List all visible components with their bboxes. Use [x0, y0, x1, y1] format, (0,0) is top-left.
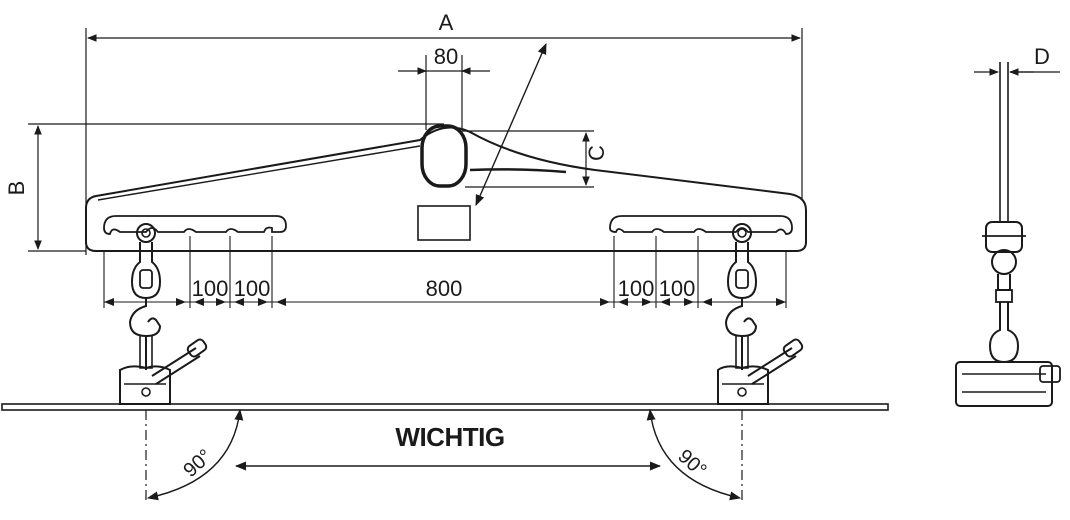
dimension-80: 80: [398, 44, 490, 130]
label-100-left-1: 100: [192, 276, 229, 301]
dimension-c: C: [458, 130, 609, 188]
dimension-b: B: [4, 123, 444, 252]
label-800: 800: [426, 276, 463, 301]
right-hook-assembly: [717, 223, 804, 405]
lifting-beam: [85, 124, 807, 252]
right-slot-rail: [609, 215, 793, 235]
label-wichtig: WICHTIG: [395, 422, 504, 452]
left-slot-rail: [103, 215, 287, 235]
steel-plate: [1, 403, 889, 411]
label-d: D: [1034, 44, 1050, 69]
label-c: C: [584, 145, 609, 161]
angle-left: 90°: [146, 408, 244, 501]
label-100-left-2: 100: [234, 276, 271, 301]
lift-direction-arrow: [475, 42, 547, 207]
label-angle-left: 90°: [179, 445, 216, 482]
wichtig-note: WICHTIG: [234, 422, 662, 471]
angle-right: 90°: [646, 408, 742, 501]
left-hook-assembly: [119, 223, 208, 405]
label-80: 80: [434, 44, 458, 69]
label-b: B: [4, 181, 29, 196]
label-angle-right: 90°: [673, 445, 710, 482]
side-view: D: [955, 44, 1061, 407]
label-100-right-1: 100: [618, 276, 655, 301]
label-100-right-2: 100: [659, 276, 696, 301]
label-a: A: [439, 10, 454, 35]
bottom-dimensions: 100 100 800 100 100: [103, 236, 787, 308]
